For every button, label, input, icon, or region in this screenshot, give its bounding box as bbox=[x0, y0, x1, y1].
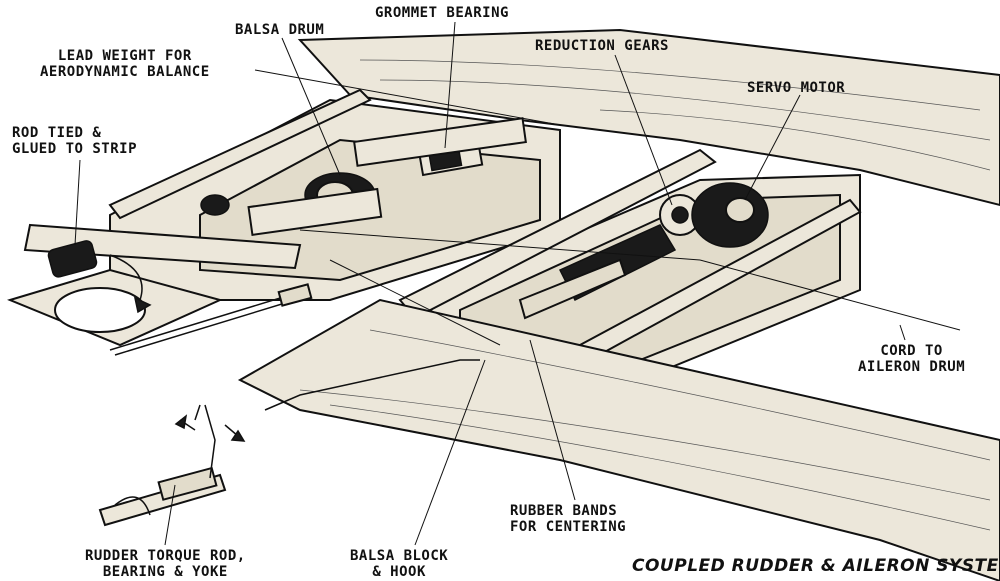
left-strip bbox=[23, 223, 302, 270]
leader-grommet bbox=[444, 21, 456, 149]
yoke-bearing bbox=[157, 466, 218, 501]
upper-wing-panel bbox=[297, 28, 1000, 207]
label-reduction-gears: REDUCTION GEARS bbox=[535, 38, 669, 54]
label-rudder-torque-rod: RUDDER TORQUE ROD,BEARING & YOKE bbox=[85, 548, 246, 580]
label-balsa-block: BALSA BLOCK& HOOK bbox=[350, 548, 449, 580]
push-rod bbox=[264, 359, 480, 411]
leader-cord bbox=[899, 324, 906, 341]
yoke-wire bbox=[204, 404, 216, 479]
leader-balsa-block bbox=[414, 359, 486, 546]
wing-grain bbox=[359, 59, 991, 171]
leader-rudder bbox=[164, 484, 176, 546]
leader-lead-weight bbox=[254, 69, 561, 126]
label-rod-tied: ROD TIED &GLUED TO STRIP bbox=[12, 125, 138, 157]
leader-rubber-bands bbox=[529, 339, 576, 501]
diagram-caption: COUPLED RUDDER & AILERON SYSTEM bbox=[632, 556, 1000, 576]
label-balsa-drum: BALSA DRUM bbox=[235, 22, 325, 38]
rod-end bbox=[47, 240, 98, 278]
curved-arrow bbox=[109, 254, 143, 301]
top-strip bbox=[353, 117, 527, 167]
leader-reduction bbox=[614, 54, 673, 206]
torque-rod bbox=[109, 294, 291, 351]
leader-rod-tied bbox=[74, 159, 81, 246]
aileron-cord bbox=[699, 259, 961, 331]
lead-weight bbox=[200, 194, 230, 216]
left-rail bbox=[108, 88, 372, 220]
label-grommet-bearing: GROMMET BEARING bbox=[375, 5, 509, 21]
drum-block bbox=[247, 187, 383, 236]
leader-balsa-drum bbox=[281, 37, 341, 176]
label-servo-motor: SERVO MOTOR bbox=[747, 80, 846, 96]
leader-servo bbox=[744, 94, 801, 201]
lower-wing-panel bbox=[237, 298, 1000, 581]
